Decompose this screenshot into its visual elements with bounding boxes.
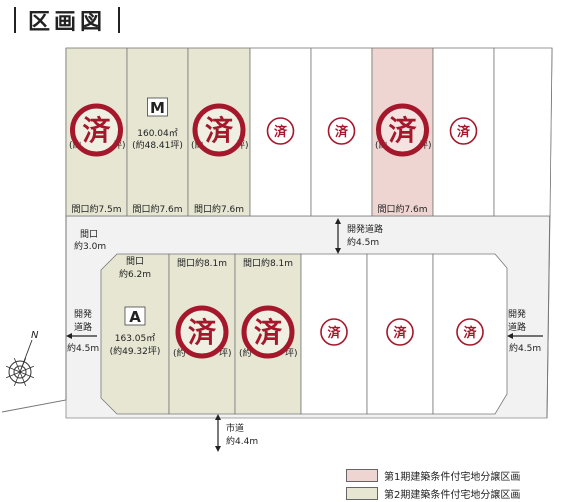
lot-l6-sold-stamp-text: 済	[463, 325, 477, 341]
lot-u4-sold-stamp-text: 済	[274, 124, 288, 140]
lot-u1: 間口約7.5m(約坪)済	[65, 47, 128, 217]
lot-l1-letter-box	[124, 306, 146, 326]
dev-road-center-label: 開発道路	[347, 223, 383, 235]
lot-u2-letter-box	[147, 97, 168, 117]
lot-l3-area-prefix: (約	[239, 347, 252, 359]
lot-u2-area-tsubo: (約48.41坪)	[132, 139, 183, 151]
lot-u1-shape	[65, 47, 128, 217]
lot-l2-sold-stamp: 済	[175, 305, 229, 359]
lot-u3-shape	[187, 47, 251, 217]
page-title: 区画図	[14, 4, 121, 36]
lot-u3-sold-stamp: 済	[192, 103, 246, 157]
lot-edge-right	[493, 47, 553, 217]
lot-u7-sold-stamp: 済	[449, 117, 478, 145]
lot-u5-sold-stamp: 済	[327, 117, 356, 145]
road-labels: 開発道路約4.5m間口約3.0m開発道路約4.5m開発道路約4.5m市道約4.4…	[66, 218, 553, 452]
lot-l5-sold-stamp: 済	[386, 318, 414, 346]
title-text: 区画図	[28, 10, 107, 35]
lot-l2-area-suffix: 坪)	[219, 348, 232, 359]
lot-u2-letter: M	[150, 99, 165, 117]
lot-l3-sold-stamp: 済	[241, 305, 295, 359]
lot-u3-frontage: 間口約7.6m	[194, 203, 244, 215]
lot-u3-area-suffix: 坪)	[236, 140, 249, 151]
lot-l3: 間口約8.1m (約 坪)済	[234, 253, 302, 415]
lot-u1-sold-stamp-text: 済	[82, 114, 111, 147]
title-bar-left	[14, 7, 16, 33]
lot-u1-frontage: 間口約7.5m	[71, 203, 121, 215]
lot-l6-sold-stamp: 済	[456, 318, 484, 346]
title-bar-right	[118, 7, 121, 33]
legend-row-phase2: 第2期建築条件付宅地分譲区画	[346, 484, 520, 502]
lot-l4-sold-stamp: 済	[320, 318, 348, 346]
lot-u2-shape	[126, 47, 189, 217]
entrance-label: 間口	[80, 229, 98, 240]
lot-l1-frontage-value: 約6.2m	[119, 268, 151, 280]
dev-road-right-label1: 開発	[508, 308, 526, 320]
dev-road-left-arrow	[66, 333, 107, 339]
lot-l1-area-tsubo: (約49.32坪)	[110, 345, 161, 357]
lot-u5-sold-stamp-text: 済	[335, 124, 349, 140]
lot-l3-frontage: 間口約8.1m	[243, 257, 293, 269]
lot-l5-sold-stamp-text: 済	[393, 325, 407, 341]
city-road-arrow	[215, 414, 221, 452]
lot-u6-area-suffix: 坪)	[419, 140, 432, 151]
dev-road-right-width: 約4.5m	[509, 342, 541, 354]
dev-road-center-arrow	[335, 218, 341, 254]
lot-u1-area-suffix: 坪)	[113, 140, 126, 151]
lot-u3-sold-stamp-text: 済	[205, 114, 234, 147]
lot-l1-area: 163.05㎡	[115, 333, 156, 344]
dev-road-right-arrow	[507, 333, 553, 339]
lot-u2-area: 160.04㎡	[137, 128, 178, 139]
dev-road-left-label2: 道路	[74, 321, 92, 333]
lot-u6: 間口約7.6m(約坪)済	[371, 47, 434, 217]
compass-icon: N	[5, 330, 39, 387]
lot-l5: 済	[366, 253, 434, 415]
site-boundary-left	[1, 48, 67, 413]
city-road-width: 約4.4m	[226, 435, 258, 447]
lot-u2: 間口約7.6m M 160.04㎡(約48.41坪)	[126, 47, 189, 217]
lot-u1-sold-stamp: 済	[70, 103, 123, 157]
lot-u3: 間口約7.6m(約坪)済	[187, 47, 251, 217]
dev-road-left-width: 約4.5m	[67, 342, 99, 354]
lot-l6: 済	[432, 253, 508, 415]
lot-u6-frontage: 間口約7.6m	[377, 203, 427, 215]
lot-l4-sold-stamp-text: 済	[327, 325, 341, 341]
legend-swatch-phase1	[346, 468, 378, 482]
lot-u6-sold-stamp: 済	[376, 103, 429, 157]
lot-u4-sold-stamp: 済	[266, 117, 295, 145]
lot-l2-frontage: 間口約8.1m	[177, 257, 227, 269]
lot-l2: 間口約8.1m (約 坪)済	[168, 253, 236, 415]
lot-u7: 済	[432, 47, 495, 217]
lot-u6-shape	[371, 47, 434, 217]
lot-u7-sold-stamp-text: 済	[457, 124, 471, 140]
lot-u6-sold-stamp-text: 済	[388, 114, 417, 147]
lot-l3-area-suffix: 坪)	[285, 348, 298, 359]
lot-u5: 済	[310, 47, 373, 217]
dev-road-right-label2: 道路	[508, 321, 526, 333]
city-road-label: 市道	[226, 422, 244, 434]
legend-row-phase1: 第1期建築条件付宅地分譲区画	[346, 466, 520, 484]
dev-road-left-label1: 開発	[74, 308, 92, 320]
lot-u2-frontage: 間口約7.6m	[132, 203, 182, 215]
entrance-width: 約3.0m	[74, 240, 106, 252]
lot-l2-area-prefix: (約	[173, 347, 186, 359]
compass-north-label: N	[31, 330, 39, 341]
lot-l1-frontage: 間口	[126, 256, 144, 267]
legend-label-phase2: 第2期建築条件付宅地分譲区画	[384, 489, 521, 501]
lower-block: 間口約6.2mA163.05㎡(約49.32坪)間口約8.1m(約坪)済間口約8…	[100, 253, 508, 415]
lot-u4: 済	[249, 47, 312, 217]
lot-l3-sold-stamp-text: 済	[254, 316, 283, 349]
lot-l4: 済	[300, 253, 368, 415]
dev-road-center-width: 約4.5m	[347, 236, 379, 248]
legend-swatch-phase2	[346, 486, 378, 500]
legend-label-phase1: 第1期建築条件付宅地分譲区画	[384, 471, 521, 483]
legend: 第1期建築条件付宅地分譲区画 第2期建築条件付宅地分譲区画	[346, 466, 520, 502]
lot-l1-letter: A	[129, 308, 141, 326]
lot-l2-sold-stamp-text: 済	[188, 316, 217, 349]
upper-lots: 間口約7.5m(約坪)済間口約7.6mM160.04㎡(約48.41坪)間口約7…	[65, 47, 553, 217]
